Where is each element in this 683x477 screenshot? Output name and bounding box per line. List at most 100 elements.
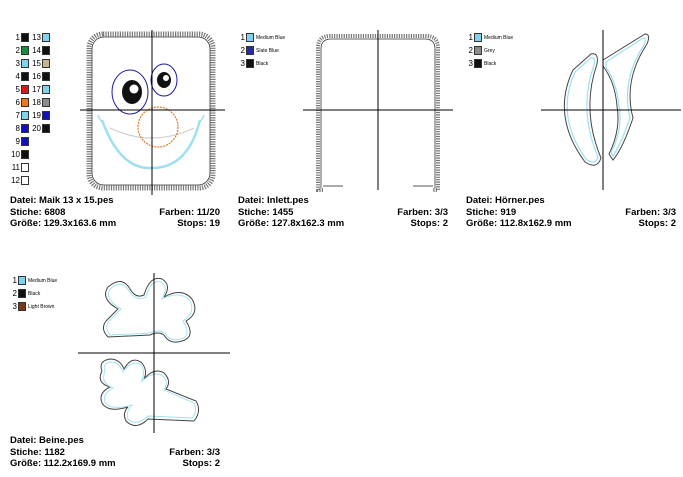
embroidery-preview-legs: [78, 273, 230, 433]
colors-label: Farben:: [159, 206, 195, 218]
swatch-color-box: [21, 85, 29, 94]
swatch-color-box: [246, 46, 254, 55]
stitches-value: 1182: [44, 446, 65, 458]
file-name: Beine.pes: [39, 435, 84, 446]
swatch-color-box: [18, 302, 26, 311]
swatch-number: 7: [15, 111, 20, 120]
swatch-number: 1: [468, 33, 473, 42]
swatch-color-box: [42, 59, 50, 68]
color-swatch: 13: [31, 32, 50, 43]
swatch-color-box: [42, 124, 50, 133]
size-value: 112.8x162.9 mm: [499, 218, 572, 229]
swatch-color-box: [246, 33, 254, 42]
swatch-color-name: Medium Blue: [28, 277, 58, 284]
color-swatch: 14: [31, 45, 50, 56]
swatch-color-box: [21, 72, 29, 81]
stitches-value: 6808: [44, 206, 66, 218]
color-swatch: 7: [10, 110, 29, 121]
swatch-number: 13: [32, 33, 41, 42]
colors-value: 3/3: [206, 446, 220, 458]
color-swatch: 1: [10, 32, 29, 43]
swatch-color-box: [21, 137, 29, 146]
color-swatch: 5: [10, 84, 29, 95]
swatch-color-name: Light Brown: [28, 303, 55, 310]
color-swatch: 3 Black: [235, 58, 268, 69]
swatch-number: 10: [11, 150, 20, 159]
swatch-color-name: Slate Blue: [256, 47, 279, 54]
stitches-label: Stiche:: [10, 206, 42, 218]
swatch-color-box: [21, 98, 29, 107]
embroidery-preview-inlett: [303, 30, 453, 192]
swatch-color-name: Black: [256, 60, 269, 67]
file-label: Datei:: [466, 195, 493, 206]
swatch-number: 14: [32, 46, 41, 55]
swatch-color-box: [18, 289, 26, 298]
stitches-label: Stiche:: [10, 446, 42, 458]
swatch-color-box: [474, 46, 482, 55]
color-swatch: 16: [31, 71, 50, 82]
color-swatch: 10: [10, 149, 29, 160]
swatch-number: 3: [15, 59, 20, 68]
swatch-number: 19: [32, 111, 41, 120]
swatch-number: 11: [11, 163, 20, 172]
file-name: Hörner.pes: [495, 195, 545, 206]
swatch-number: 4: [15, 72, 20, 81]
swatch-color-box: [474, 33, 482, 42]
swatch-number: 3: [12, 302, 17, 311]
size-label: Größe:: [10, 458, 42, 469]
color-swatch: 3 Light Brown: [7, 301, 54, 312]
swatch-number: 1: [15, 33, 20, 42]
color-swatch: 8: [10, 123, 29, 134]
colors-value: 3/3: [434, 206, 448, 218]
stops-label: Stops:: [638, 218, 669, 229]
swatch-number: 1: [12, 276, 17, 285]
stitches-value: 1455: [272, 206, 294, 218]
stops-value: 19: [209, 218, 220, 229]
swatch-color-box: [42, 72, 50, 81]
stops-label: Stops:: [182, 458, 213, 469]
stitches-label: Stiche:: [238, 206, 270, 218]
swatch-color-box: [21, 124, 29, 133]
swatch-color-box: [21, 111, 29, 120]
swatch-color-name: Grey: [484, 47, 495, 54]
swatch-number: 3: [240, 59, 245, 68]
swatch-number: 18: [32, 98, 41, 107]
color-swatch: 9: [10, 136, 29, 147]
design-info: Datei: Maik 13 x 15.pes Stiche: 6808 Farb…: [10, 195, 220, 230]
embroidery-preview-face: [80, 30, 225, 195]
color-swatch: 17: [31, 84, 50, 95]
swatch-number: 17: [32, 85, 41, 94]
swatch-number: 2: [468, 46, 473, 55]
swatch-number: 16: [32, 72, 41, 81]
swatch-color-box: [21, 33, 29, 42]
file-label: Datei:: [10, 435, 37, 446]
colors-value: 11/20: [196, 206, 220, 218]
swatch-color-box: [42, 46, 50, 55]
swatch-number: 20: [32, 124, 41, 133]
swatch-color-box: [18, 276, 26, 285]
file-label: Datei:: [10, 195, 37, 206]
swatch-color-box: [42, 85, 50, 94]
size-value: 129.3x163.6 mm: [43, 218, 117, 229]
color-swatch: 12: [10, 175, 29, 186]
swatch-number: 2: [15, 46, 20, 55]
size-value: 127.8x162.3 mm: [271, 218, 345, 229]
colors-label: Farben:: [625, 206, 661, 218]
size-label: Größe:: [466, 218, 498, 229]
swatch-number: 9: [15, 137, 20, 146]
swatch-color-box: [21, 163, 29, 172]
stops-label: Stops:: [410, 218, 441, 229]
color-swatch: 1 Medium Blue: [7, 275, 57, 286]
stops-value: 2: [214, 458, 220, 469]
colors-value: 3/3: [662, 206, 676, 218]
file-name: Maik 13 x 15.pes: [39, 195, 114, 206]
color-swatch: 19: [31, 110, 50, 121]
